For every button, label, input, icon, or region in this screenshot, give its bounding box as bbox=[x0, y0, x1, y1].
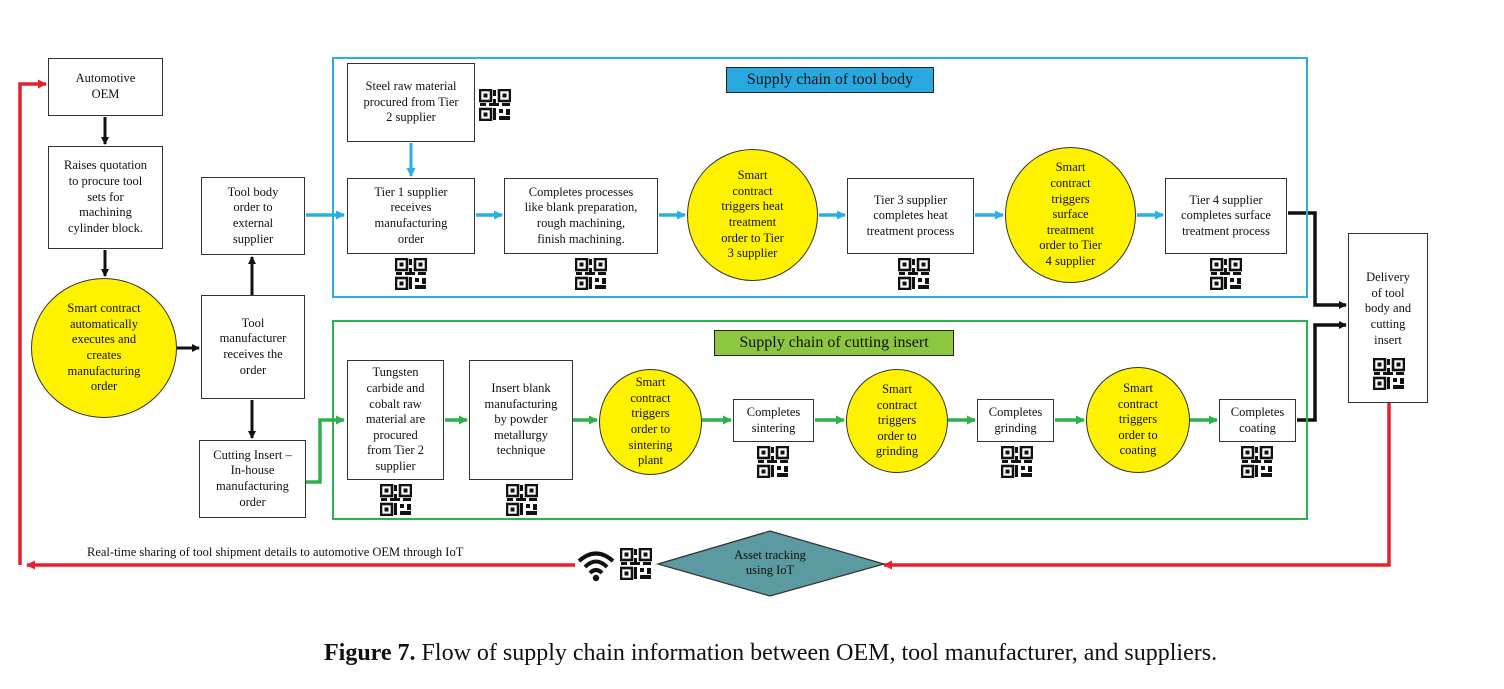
asset-tracking-diamond bbox=[655, 530, 887, 597]
cutting-insert-chain-title: Supply chain of cutting insert bbox=[714, 330, 954, 356]
tungsten-raw-material-box: Tungsten carbide and cobalt raw material… bbox=[347, 360, 444, 480]
tier3-supplier-box: Tier 3 supplier completes heat treatment… bbox=[847, 178, 974, 254]
raises-quotation-box: Raises quotation to procure tool sets fo… bbox=[48, 146, 163, 249]
qr-code-icon bbox=[395, 258, 427, 290]
qr-code-icon bbox=[620, 548, 652, 580]
arrow-tier4-to-delivery bbox=[1288, 211, 1347, 309]
figure-caption: Figure 7. Flow of supply chain informati… bbox=[324, 640, 1217, 667]
insert-blank-box: Insert blank manufacturing by powder met… bbox=[469, 360, 573, 480]
figure-caption-text: Flow of supply chain information between… bbox=[415, 640, 1218, 666]
completes-processes-box: Completes processes like blank preparati… bbox=[504, 178, 658, 254]
tier4-supplier-box: Tier 4 supplier completes surface treatm… bbox=[1165, 178, 1287, 254]
qr-code-icon bbox=[1210, 258, 1242, 290]
tool-manufacturer-box: Tool manufacturer receives the order bbox=[201, 295, 305, 399]
figure-caption-label: Figure 7. bbox=[324, 640, 416, 666]
qr-code-icon bbox=[1001, 446, 1033, 478]
qr-code-icon bbox=[506, 484, 538, 516]
automotive-oem-box: Automotive OEM bbox=[48, 58, 163, 116]
smart-contract-order-oval: Smart contract automatically executes an… bbox=[31, 278, 177, 418]
tool-body-chain-title: Supply chain of tool body bbox=[726, 67, 934, 93]
arrow-left-to-oem bbox=[18, 79, 47, 565]
qr-code-icon bbox=[1241, 446, 1273, 478]
qr-code-icon bbox=[380, 484, 412, 516]
steel-raw-material-box: Steel raw material procured from Tier 2 … bbox=[347, 63, 475, 142]
tier1-supplier-box: Tier 1 supplier receives manufacturing o… bbox=[347, 178, 475, 254]
tool-body-order-box: Tool body order to external supplier bbox=[201, 177, 305, 255]
tool-body-frame bbox=[332, 57, 1308, 298]
smart-sintering-oval: Smart contract triggers order to sinteri… bbox=[599, 369, 702, 475]
qr-code-icon bbox=[479, 89, 511, 121]
completes-grinding-box: Completes grinding bbox=[977, 399, 1054, 442]
cutting-insert-frame bbox=[332, 320, 1308, 520]
iot-sharing-label: Real-time sharing of tool shipment detai… bbox=[87, 545, 464, 559]
smart-heat-treatment-oval: Smart contract triggers heat treatment o… bbox=[687, 149, 818, 281]
delivery-label: Delivery of tool body and cutting insert bbox=[1364, 270, 1412, 347]
completes-sintering-box: Completes sintering bbox=[733, 399, 814, 442]
qr-code-icon bbox=[757, 446, 789, 478]
smart-grinding-oval: Smart contract triggers order to grindin… bbox=[846, 369, 948, 473]
smart-surface-treatment-oval: Smart contract triggers surface treatmen… bbox=[1005, 147, 1136, 283]
cutting-insert-order-box: Cutting Insert – In-house manufacturing … bbox=[199, 440, 306, 518]
smart-coating-oval: Smart contract triggers order to coating bbox=[1086, 367, 1190, 473]
qr-code-icon bbox=[575, 258, 607, 290]
completes-coating-box: Completes coating bbox=[1219, 399, 1296, 442]
wifi-icon bbox=[577, 551, 615, 582]
qr-code-icon bbox=[898, 258, 930, 290]
qr-code-icon bbox=[1373, 358, 1405, 390]
arrow-delivery-to-asset bbox=[883, 403, 1391, 570]
asset-tracking-label: Asset tracking using IoT bbox=[734, 548, 806, 577]
